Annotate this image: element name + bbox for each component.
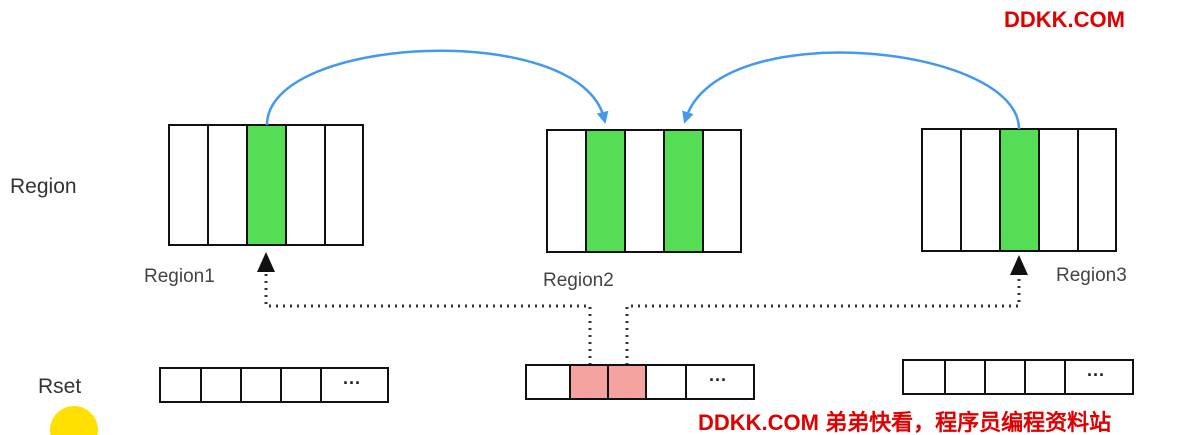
region2-block xyxy=(546,129,742,253)
rset-pointer-lines xyxy=(257,252,1028,365)
region1-cell-green xyxy=(246,124,287,246)
rset1-cell xyxy=(200,367,242,403)
rset1-cell xyxy=(240,367,282,403)
rset2-cell xyxy=(525,364,571,400)
rset2-ellipsis: ··· xyxy=(709,370,727,390)
region1-block xyxy=(168,124,364,246)
rset3-cell xyxy=(984,359,1026,395)
region3-block xyxy=(921,128,1117,252)
yellow-dot-icon xyxy=(50,406,98,435)
rset3-cell xyxy=(902,359,946,395)
rset-to-region1-line xyxy=(264,270,592,365)
rset1-cell-more xyxy=(320,367,389,403)
rset1-cell xyxy=(280,367,322,403)
rset2-block: ··· xyxy=(525,364,755,400)
region1-cell xyxy=(285,124,326,246)
rset-to-region3-line xyxy=(625,270,1021,365)
region1-cell xyxy=(324,124,364,246)
region2-label: Region2 xyxy=(543,270,614,291)
rset2-cell-highlight xyxy=(607,364,647,400)
region3-cell-green xyxy=(999,128,1040,252)
watermark-top: DDKK.COM xyxy=(1004,7,1125,32)
region3-cell xyxy=(960,128,1001,252)
region1-cell xyxy=(168,124,209,246)
ref-arrow-region1-to-region2 xyxy=(265,49,609,126)
region2-cell-green xyxy=(663,129,704,253)
up-arrow-icon xyxy=(1010,255,1028,275)
rset1-ellipsis: ··· xyxy=(343,373,361,393)
row-label-rset: Rset xyxy=(38,375,81,398)
region2-cell xyxy=(624,129,665,253)
ref-arrow-region3-to-region2 xyxy=(682,51,1021,130)
rset1-cell xyxy=(159,367,202,403)
region3-label: Region3 xyxy=(1056,265,1127,286)
rset2-cell-highlight xyxy=(569,364,609,400)
region2-cell xyxy=(546,129,587,253)
region3-cell xyxy=(921,128,962,252)
rset2-cell xyxy=(645,364,687,400)
region1-cell xyxy=(207,124,248,246)
region3-cell xyxy=(1077,128,1117,252)
up-arrow-icon xyxy=(257,252,275,272)
rset3-cell-more xyxy=(1064,359,1134,395)
region3-cell xyxy=(1038,128,1079,252)
watermark-bottom: DDKK.COM 弟弟快看，程序员编程资料站 xyxy=(698,410,1111,435)
region2-cell xyxy=(702,129,742,253)
region1-label: Region1 xyxy=(144,266,215,287)
region2-cell-green xyxy=(585,129,626,253)
rset3-block: ··· xyxy=(902,359,1134,395)
rset3-ellipsis: ··· xyxy=(1087,365,1105,385)
rset2-cell-more xyxy=(685,364,755,400)
rset3-cell xyxy=(1024,359,1066,395)
rset3-cell xyxy=(944,359,986,395)
rset1-block: ··· xyxy=(159,367,389,403)
row-label-region: Region xyxy=(10,175,77,198)
